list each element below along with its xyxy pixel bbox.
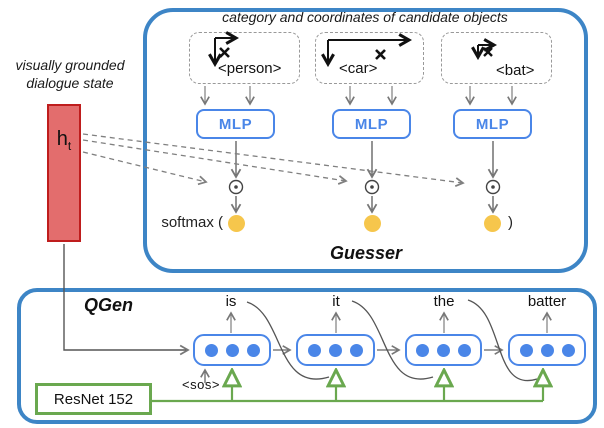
rnn-state-dot	[458, 343, 471, 357]
candidate-category-label: <bat>	[496, 62, 535, 79]
rnn-state-dot	[350, 343, 363, 357]
resnet-box: ResNet 152	[35, 383, 152, 415]
rnn-state-dot	[225, 343, 239, 357]
rnn-state-dot	[329, 343, 342, 357]
rnn-state-dot	[561, 343, 575, 357]
rnn-cell-4	[508, 334, 586, 366]
dialogue-state-box: ht	[47, 104, 81, 242]
softmax-close-paren: )	[508, 214, 513, 231]
generated-word: is	[225, 293, 237, 310]
generated-word: batter	[527, 293, 567, 310]
rnn-state-dot	[308, 343, 321, 357]
mlp-box-2: MLP	[332, 109, 411, 139]
candidate-category-label: <car>	[339, 60, 378, 77]
rnn-state-dot	[246, 343, 260, 357]
rnn-cell-2	[296, 334, 375, 366]
qgen-module-label: QGen	[84, 295, 134, 315]
softmax-open-paren: softmax (	[161, 214, 223, 231]
candidate-score-dot	[484, 215, 501, 232]
start-token-label: <sos>	[182, 377, 220, 392]
generated-word: it	[332, 293, 340, 310]
state-symbol: ht	[56, 128, 72, 153]
candidate-score-dot	[364, 215, 381, 232]
candidate-category-label: <person>	[218, 60, 282, 77]
rnn-state-dot	[416, 343, 429, 357]
mlp-box-3: MLP	[453, 109, 532, 139]
mlp-label: MLP	[475, 115, 510, 133]
mlp-box-1: MLP	[196, 109, 275, 139]
candidate-score-dot	[228, 215, 245, 232]
generated-word: the	[433, 293, 455, 310]
mlp-label: MLP	[354, 115, 389, 133]
rnn-state-dot	[204, 343, 218, 357]
guesser-title: category and coordinates of candidate ob…	[222, 9, 508, 25]
rnn-cell-1	[193, 334, 271, 366]
candidate-object-card-1	[189, 32, 300, 84]
dialogue-state-caption: visually grounded dialogue state	[2, 57, 138, 92]
mlp-label: MLP	[218, 115, 253, 133]
resnet-label: ResNet 152	[53, 390, 134, 408]
caption-line-2: dialogue state	[26, 74, 114, 91]
caption-line-1: visually grounded	[15, 57, 125, 73]
rnn-cell-3	[405, 334, 482, 366]
guesser-module-label: Guesser	[329, 243, 403, 263]
qgen-panel	[17, 288, 597, 424]
rnn-state-dot	[437, 343, 450, 357]
rnn-state-dot	[540, 343, 554, 357]
rnn-state-dot	[519, 343, 533, 357]
